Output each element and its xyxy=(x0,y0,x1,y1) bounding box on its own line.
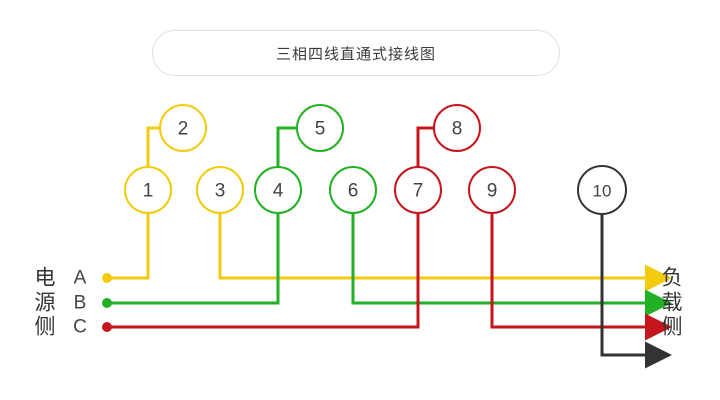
terminal-4[interactable]: 4 xyxy=(254,166,302,214)
source-terminal-dot-b xyxy=(102,298,112,308)
terminal-9[interactable]: 9 xyxy=(468,166,516,214)
terminal-9-to-red-bus xyxy=(490,190,672,341)
terminal-group: 1 2 3 4 5 6 7 8 9 10 xyxy=(124,104,627,215)
page-title: 三相四线直通式接线图 xyxy=(275,45,436,63)
terminal-number-8: 8 xyxy=(452,119,463,140)
terminal-number-4: 4 xyxy=(273,181,284,202)
phase-letter-c: C xyxy=(73,317,87,338)
terminal-number-1: 1 xyxy=(143,181,154,202)
wire-group xyxy=(107,126,672,369)
terminal-8[interactable]: 8 xyxy=(433,104,481,152)
source-terminal-dot-a xyxy=(102,273,112,283)
terminal-6[interactable]: 6 xyxy=(329,166,377,214)
terminal-10[interactable]: 10 xyxy=(577,165,627,215)
terminal-circle-1 xyxy=(124,166,172,214)
terminal-5[interactable]: 5 xyxy=(296,104,344,152)
load-side-char-1: 载 xyxy=(662,292,683,315)
terminal-circle-7 xyxy=(394,166,442,214)
terminal-number-5: 5 xyxy=(315,119,326,140)
terminal-6-to-green-bus xyxy=(351,190,672,317)
phase-letter-a: A xyxy=(74,268,87,289)
source-side-char-0: 电 xyxy=(35,267,56,290)
terminal-number-10: 10 xyxy=(593,182,612,201)
terminal-circle-2 xyxy=(159,104,207,152)
terminal-circle-8 xyxy=(433,104,481,152)
terminal-circle-4 xyxy=(254,166,302,214)
source-side-char-1: 源 xyxy=(35,292,56,315)
terminal-number-3: 3 xyxy=(215,181,226,202)
phase-a-to-terminal-1 xyxy=(107,190,150,280)
load-side-char-0: 负 xyxy=(662,267,683,290)
terminal-circle-10 xyxy=(577,165,627,215)
terminal-3[interactable]: 3 xyxy=(196,166,244,214)
terminal-10-to-neutral-out xyxy=(600,190,672,369)
terminal-number-6: 6 xyxy=(348,181,359,202)
source-side-char-2: 侧 xyxy=(35,316,56,339)
phase-b-to-terminal-4 xyxy=(107,190,280,305)
source-dot-group xyxy=(102,273,112,332)
phase-letter-b: B xyxy=(74,293,87,314)
terminal-7[interactable]: 7 xyxy=(394,166,442,214)
terminal-number-9: 9 xyxy=(487,181,498,202)
phase-c-to-terminal-7 xyxy=(107,190,420,329)
terminal-circle-9 xyxy=(468,166,516,214)
terminal-3-to-yellow-bus xyxy=(218,190,672,292)
terminal-circle-3 xyxy=(196,166,244,214)
terminal-circle-6 xyxy=(329,166,377,214)
terminal-number-7: 7 xyxy=(413,181,424,202)
load-side-char-2: 侧 xyxy=(662,316,683,339)
terminal-number-2: 2 xyxy=(178,119,189,140)
source-terminal-dot-c xyxy=(102,322,112,332)
terminal-2[interactable]: 2 xyxy=(159,104,207,152)
load-side-labels: 负载侧 xyxy=(662,267,683,339)
diagram-title-pill: 三相四线直通式接线图 xyxy=(152,30,560,76)
terminal-circle-5 xyxy=(296,104,344,152)
source-side-labels: 电源侧 ABC xyxy=(35,267,87,339)
terminal-1[interactable]: 1 xyxy=(124,166,172,214)
